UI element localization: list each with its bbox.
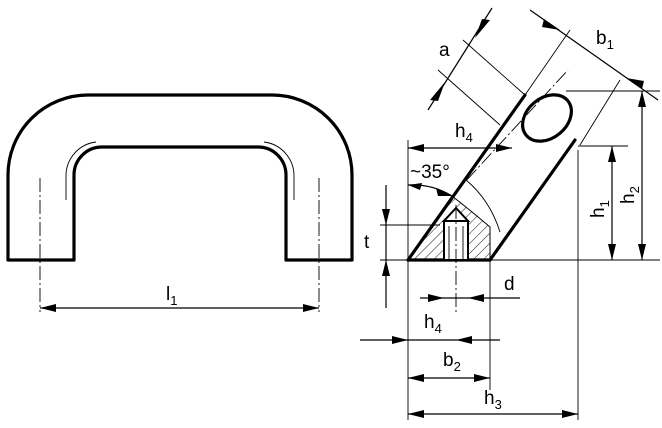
dim-b2: b2 xyxy=(408,350,490,382)
dim-h2: h2 xyxy=(618,91,646,260)
dim-t: t xyxy=(364,185,390,308)
dim-d-label: d xyxy=(504,274,515,295)
dim-a: a xyxy=(427,7,526,126)
dim-h4-bottom: h4 xyxy=(360,312,500,344)
dim-h4-top-label: h4 xyxy=(455,121,473,145)
shade-curve xyxy=(465,179,501,233)
dim-b2-label: b2 xyxy=(443,350,461,374)
dim-h4-bottom-label: h4 xyxy=(424,312,442,336)
bar-end-ellipse xyxy=(521,93,573,143)
inner-shade-left xyxy=(65,141,97,200)
dim-b1: b1 xyxy=(524,9,659,146)
dim-h2-label: h2 xyxy=(618,186,642,204)
inner-shade-right xyxy=(263,141,295,200)
dim-h4-top: h4 xyxy=(408,121,512,152)
dim-h3-label: h3 xyxy=(484,388,502,412)
front-view: l1 xyxy=(6,93,354,312)
dim-d: d xyxy=(420,274,520,302)
handle-outline xyxy=(6,93,354,262)
dim-a-label: a xyxy=(439,40,450,61)
side-view: ~35° a b1 h4 xyxy=(360,7,660,420)
dim-b1-label: b1 xyxy=(596,28,614,52)
dim-h1-label: h1 xyxy=(588,200,612,218)
slanted-bar xyxy=(406,93,577,262)
dim-l1: l1 xyxy=(40,284,319,312)
dim-t-label: t xyxy=(364,232,370,253)
dim-h3: h3 xyxy=(408,388,578,418)
dim-h1: h1 xyxy=(588,146,616,260)
angle-label: ~35° xyxy=(410,162,450,183)
dim-l1-label: l1 xyxy=(166,284,177,308)
diag-centerline xyxy=(451,69,569,197)
